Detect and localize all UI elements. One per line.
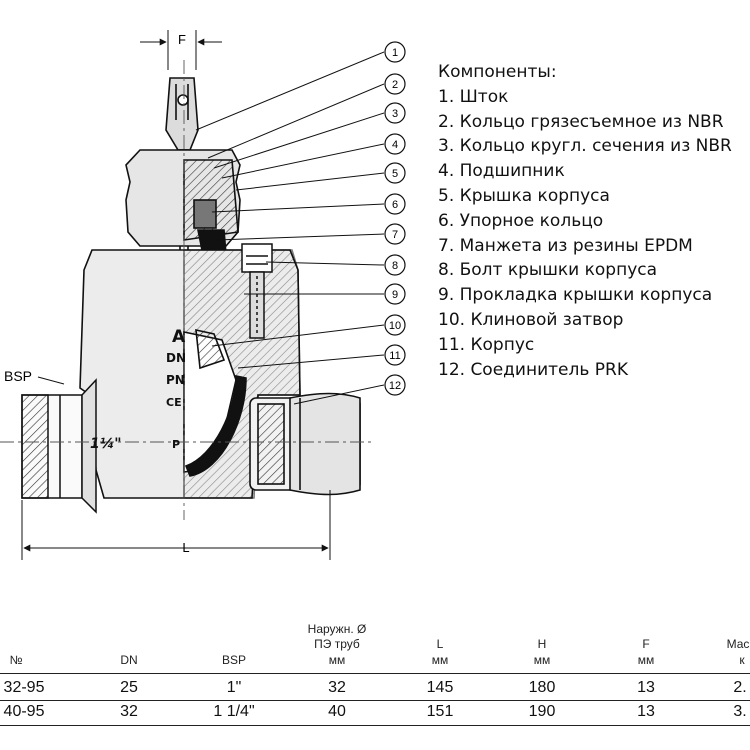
callout-5: 5	[392, 168, 398, 180]
callout-12: 12	[389, 380, 401, 392]
callout-6-circle	[384, 193, 406, 215]
marking-a: A	[172, 327, 186, 347]
row2-bsp: 1 1/4"	[213, 703, 255, 720]
legend-item-5: 5. Крышка корпуса	[438, 185, 610, 206]
header-l-unit: мм	[431, 653, 449, 667]
row1-bsp: 1"	[226, 679, 242, 696]
callout-8-circle	[384, 254, 406, 276]
header-bsp: BSP	[221, 653, 247, 667]
legend-item-12: 12. Соединитель PRK	[438, 359, 628, 380]
callout-4: 4	[392, 139, 398, 151]
components-legend: Компоненты: 1. Шток 2. Кольцо грязесъемн…	[438, 60, 750, 382]
bonnet	[125, 149, 241, 255]
row2-f: 13	[637, 703, 655, 720]
header-dn: DN	[120, 653, 138, 667]
threaded-inlet	[21, 378, 97, 514]
row1-l: 145	[426, 679, 454, 696]
row1-f: 13	[637, 679, 655, 696]
row1-pe: 32	[328, 679, 346, 696]
row1-no: 32-95	[3, 679, 45, 696]
header-mass: Мас	[726, 637, 750, 651]
valve-drawing: F	[0, 30, 406, 560]
marking-pn: PN	[166, 373, 185, 387]
callout-3: 3	[392, 108, 398, 120]
marking-size: 1¼"	[90, 436, 122, 452]
callout-1-circle	[384, 41, 406, 63]
row1-dn: 25	[120, 679, 138, 696]
valve-body	[79, 249, 301, 499]
table-rule-top	[0, 673, 750, 674]
body-markings: A DN PN CE 1¼" P	[90, 327, 186, 452]
spec-table: Наружн. Ø ПЭ труб № DN BSP мм L мм H мм …	[0, 622, 750, 750]
compression-connector	[249, 392, 361, 496]
header-no: №	[9, 653, 23, 667]
table-rule-mid	[0, 700, 750, 701]
callout-7: 7	[392, 229, 398, 241]
callout-5-circle	[384, 162, 406, 184]
legend-item-3: 3. Кольцо кругл. сечения из NBR	[438, 136, 732, 157]
header-f-unit: мм	[637, 653, 655, 667]
marking-dn: DN	[166, 351, 186, 365]
row2-l: 151	[426, 703, 454, 720]
callout-10-circle	[384, 314, 406, 336]
callout-1: 1	[392, 47, 398, 59]
callout-6: 6	[392, 199, 398, 211]
callout-11-circle	[384, 344, 406, 366]
callout-leaders	[195, 51, 385, 405]
callout-2-circle	[384, 73, 406, 95]
marking-ce: CE	[166, 396, 182, 409]
legend-item-10: 10. Клиновой затвор	[438, 309, 624, 330]
callout-3-circle	[384, 102, 406, 124]
row1-h: 180	[528, 679, 556, 696]
header-mass-unit: к	[739, 653, 745, 667]
header-pe-unit: мм	[328, 653, 346, 667]
centre-lines	[0, 60, 372, 520]
table-rule-bottom	[0, 725, 750, 726]
row2-no: 40-95	[3, 703, 45, 720]
header-pe-line2: ПЭ труб	[314, 637, 360, 651]
header-f: F	[642, 637, 650, 651]
bsp-label: BSP	[4, 368, 32, 384]
callout-8: 8	[392, 260, 398, 272]
legend-item-2: 2. Кольцо грязесъемное из NBR	[438, 111, 724, 132]
row2-pe: 40	[328, 703, 346, 720]
row2-h: 190	[528, 703, 556, 720]
row2-dn: 32	[120, 703, 138, 720]
bonnet-bolt	[241, 243, 273, 339]
callout-9-circle	[384, 283, 406, 305]
row2-mass: 3.	[733, 703, 747, 720]
legend-item-6: 6. Упорное кольцо	[438, 210, 604, 231]
bsp-leader	[37, 376, 65, 385]
callout-10: 10	[389, 320, 401, 332]
legend-item-1: 1. Шток	[438, 86, 509, 107]
legend-item-9: 9. Прокладка крышки корпуса	[438, 285, 713, 306]
callout-circles: 1 2 3 4 5 6 7 8 9 10 11 12	[384, 41, 406, 396]
dim-l-label: L	[182, 540, 189, 555]
legend-title: Компоненты:	[438, 62, 557, 82]
header-l: L	[436, 637, 444, 651]
header-h: H	[537, 637, 547, 651]
callout-12-circle	[384, 374, 406, 396]
marking-p: P	[172, 438, 180, 451]
f-dimension	[140, 30, 222, 70]
header-h-unit: мм	[533, 653, 551, 667]
header-pe-line1: Наружн. Ø	[307, 622, 367, 636]
dim-f-label: F	[178, 32, 186, 47]
callout-9: 9	[392, 289, 398, 301]
callout-11: 11	[389, 350, 400, 362]
legend-item-7: 7. Манжета из резины EPDM	[438, 235, 693, 256]
l-dimension	[21, 490, 331, 560]
legend-item-4: 4. Подшипник	[438, 161, 565, 182]
row1-mass: 2.	[733, 679, 747, 696]
legend-item-11: 11. Корпус	[438, 334, 535, 355]
callout-7-circle	[384, 223, 406, 245]
callout-2: 2	[392, 79, 398, 91]
legend-item-8: 8. Болт крышки корпуса	[438, 260, 658, 281]
callout-4-circle	[384, 133, 406, 155]
